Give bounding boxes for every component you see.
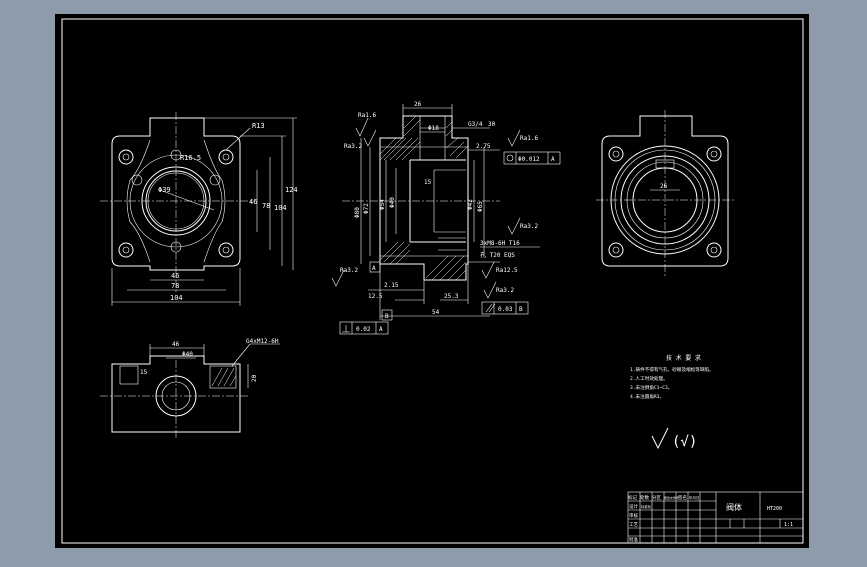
tech-req-line-1: 1.铸件不得有气孔、砂眼及缩松等缺陷。 xyxy=(630,366,714,373)
rough-1-6-right: Ra1.6 xyxy=(520,135,538,142)
dim-124-v: 124 xyxy=(285,186,298,194)
dim-d72: Φ72 xyxy=(363,203,370,214)
tb-header-4: 签名 xyxy=(678,494,687,501)
gdt-perp: 0.02 xyxy=(356,326,371,333)
tech-req-line-2: 2.人工时效处理。 xyxy=(630,375,668,382)
tb-row-3: 工艺 xyxy=(629,522,638,528)
dim-d40: Φ40 xyxy=(389,197,396,208)
gdt-perp-datum: A xyxy=(379,326,383,333)
tb-header-0: 标记 xyxy=(628,494,637,501)
dim-d39: Φ39 xyxy=(158,186,171,194)
tb-header-2: 分区 xyxy=(652,494,661,501)
title-block xyxy=(627,491,804,544)
bottom-dim-small: 15 xyxy=(140,369,148,376)
dim-12-5: 12.5 xyxy=(368,293,383,300)
bottom-dim-d40: Φ40 xyxy=(182,351,193,358)
rough-1-6-top: Ra1.6 xyxy=(358,112,376,119)
rough-12-5: Ra12.5 xyxy=(496,267,518,274)
gdt-position: Φ0.012 xyxy=(518,156,540,163)
dim-46-h: 46 xyxy=(171,272,179,280)
datum-b: B xyxy=(385,313,389,320)
tb-header-5: 年月日 xyxy=(689,495,700,500)
scale: 1:1 xyxy=(784,522,793,528)
tb-header-3: 更改文件号 xyxy=(664,495,679,500)
tb-header-1: 处数 xyxy=(640,494,649,501)
dim-r13: R13 xyxy=(252,122,265,130)
part-name: 阀体 xyxy=(726,502,742,512)
dim-2-15: 2.15 xyxy=(384,282,399,289)
thread-note-2: 孔 T20 EQS xyxy=(480,251,515,259)
section-view xyxy=(331,104,561,335)
bottom-view xyxy=(100,343,280,440)
dim-25-3: 25.3 xyxy=(444,293,459,300)
dim-d80: Φ80 xyxy=(354,207,361,218)
dim-26: 26 xyxy=(414,101,422,108)
tb-row-2: 审核 xyxy=(629,512,638,519)
thread-note: 3xM8-6H T16 xyxy=(480,240,520,247)
drawing-sheet xyxy=(55,14,809,548)
dim-d42: Φ42 xyxy=(467,199,474,210)
tech-req-line-4: 4.未注圆角R3。 xyxy=(630,393,664,400)
rear-dim-26: 26 xyxy=(660,183,668,190)
dim-78-h: 78 xyxy=(171,282,179,290)
bottom-dim-thread: G4xM12-6H xyxy=(246,338,279,345)
rough-3-2-left: Ra3.2 xyxy=(344,143,362,150)
material: HT200 xyxy=(767,506,782,512)
front-view xyxy=(100,112,297,306)
bottom-dim-20: 20 xyxy=(251,374,258,382)
dim-46-v: 46 xyxy=(249,198,257,206)
dim-2-75: 2.75 xyxy=(476,143,491,150)
rough-3-2-b: Ra3.2 xyxy=(340,267,358,274)
dim-54: 54 xyxy=(432,309,440,316)
rough-3-2-a: Ra3.2 xyxy=(520,223,538,230)
dim-15: 15 xyxy=(424,179,432,186)
dim-d54: Φ54 xyxy=(379,199,386,210)
rough-3-2-c: Ra3.2 xyxy=(496,287,514,294)
sheet-border xyxy=(61,18,804,544)
roughness-check-icon xyxy=(651,427,669,450)
tech-req-line-3: 3.未注倒角C1~C3。 xyxy=(630,384,672,391)
dim-104-h: 104 xyxy=(170,294,183,302)
rear-view xyxy=(596,110,736,276)
roughness-symbol: (√) xyxy=(672,434,697,450)
tb-row-0: 设计 xyxy=(629,503,638,510)
dim-78-v: 78 xyxy=(262,202,270,210)
tb-row-1: 标准化 xyxy=(641,504,652,509)
datum-a: A xyxy=(372,265,376,272)
gdt-parallel-datum: B xyxy=(519,306,523,313)
tech-req-title: 技 术 要 求 xyxy=(666,354,701,362)
bottom-dim-46: 46 xyxy=(172,341,180,348)
dim-30: 30 xyxy=(488,121,496,128)
dim-r16-5: R16.5 xyxy=(180,154,201,162)
dim-d65: Φ65 xyxy=(477,201,484,212)
dim-g3-4: G3/4 xyxy=(468,121,483,128)
gdt-parallel: 0.03 xyxy=(498,306,513,313)
dim-104-v: 104 xyxy=(274,204,287,212)
tb-row-4: 批准 xyxy=(629,536,638,543)
gdt-position-datum: A xyxy=(551,156,555,163)
dim-d18: Φ18 xyxy=(428,125,439,132)
